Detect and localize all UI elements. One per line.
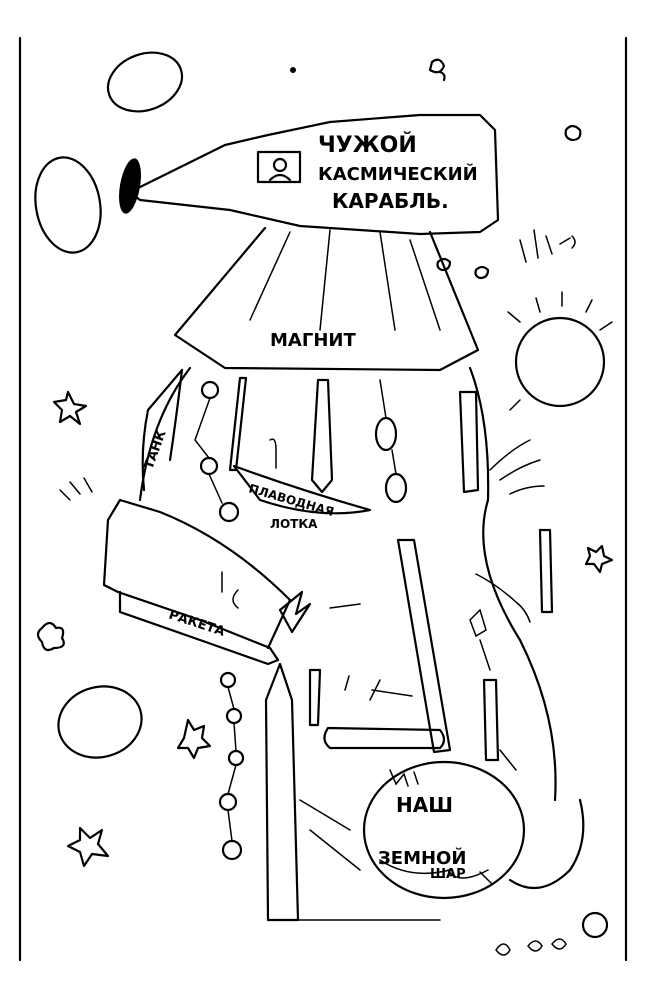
ground-lines [299,675,361,871]
scribble-top-right [519,229,576,263]
chain-bead [221,839,243,861]
bottom-squiggles [495,938,567,956]
pod-lines [379,379,397,475]
speck-top-right [428,58,446,82]
submarine-label-line2: ЛОТКА [270,517,318,531]
diagonal-pipe [396,538,452,754]
planet-oval-bottom-left [57,685,143,759]
scribble-marks [329,603,413,701]
magnet-label: МАГНИТ [270,330,356,351]
motion-lines-right [489,439,545,495]
earth-marks [479,749,517,885]
chain-bead [218,792,238,812]
sun-icon [514,316,606,408]
earth-label-line2: ЗЕМНОЙ [378,847,466,869]
rocket-body [102,498,292,666]
missile-3 [458,390,480,494]
small-missile [308,668,322,727]
periscope [269,438,277,469]
chain-link-lines [194,397,223,504]
spaceship-window [256,150,302,184]
chain-ring [218,501,240,523]
tank-body [141,368,184,492]
chain-ring [200,380,220,400]
motion-lines-left [59,477,93,501]
star-left [52,390,88,426]
speck-near-sun [436,257,452,272]
spaceship-label-line2: КАСМИЧЕСКИЙ [318,163,478,185]
speck-near-sun-2 [474,265,490,280]
magnet-beam [173,226,480,372]
blob-left [36,621,65,652]
tank-label: ТАНК [142,428,170,471]
star-right [584,544,614,574]
speck-right [564,124,582,142]
magnet-beam-lines [249,229,441,331]
earth-label-line1: НАШ [396,793,453,817]
rocket-hook [221,571,239,609]
alien-shoulders [268,173,292,182]
planet-oval-left [34,156,102,254]
spaceship-nozzle [119,158,141,214]
alien-spaceship [128,113,500,236]
rocket-label: РАКЕТА [167,608,227,640]
small-planet-bottom-right [581,911,609,939]
missile-2 [228,376,248,472]
orbit-curve [508,798,585,890]
wire-right [475,573,531,623]
spaceship-label-line3: КАРАБЛЬ. [332,189,449,213]
horizontal-capsule [323,726,446,750]
star-small-left [176,718,212,760]
rocket-flame [278,590,312,634]
tower-pipe [264,662,300,922]
chain-bead [225,707,243,725]
earth-continent-scribbles [379,769,489,879]
star-dot [290,67,296,73]
spaceship-label-line1: ЧУЖОЙ [318,132,417,158]
chain-bead [219,671,237,689]
candle-right [538,528,554,614]
chain-bead [227,749,245,767]
submarine [232,464,372,515]
stick-right [482,678,500,762]
planet-oval-top [106,51,184,113]
chain-ring [199,456,219,476]
alien-face-icon [272,157,288,173]
missile-1 [310,378,334,494]
pod-1 [374,416,398,452]
star-bottom-left [66,826,110,868]
flower-stick [469,608,491,671]
earth-globe [362,760,526,900]
sun-rays [507,291,613,411]
chain-bead-links [227,686,237,842]
earth-label-line3: ШАР [430,867,466,882]
pod-2 [384,472,408,504]
